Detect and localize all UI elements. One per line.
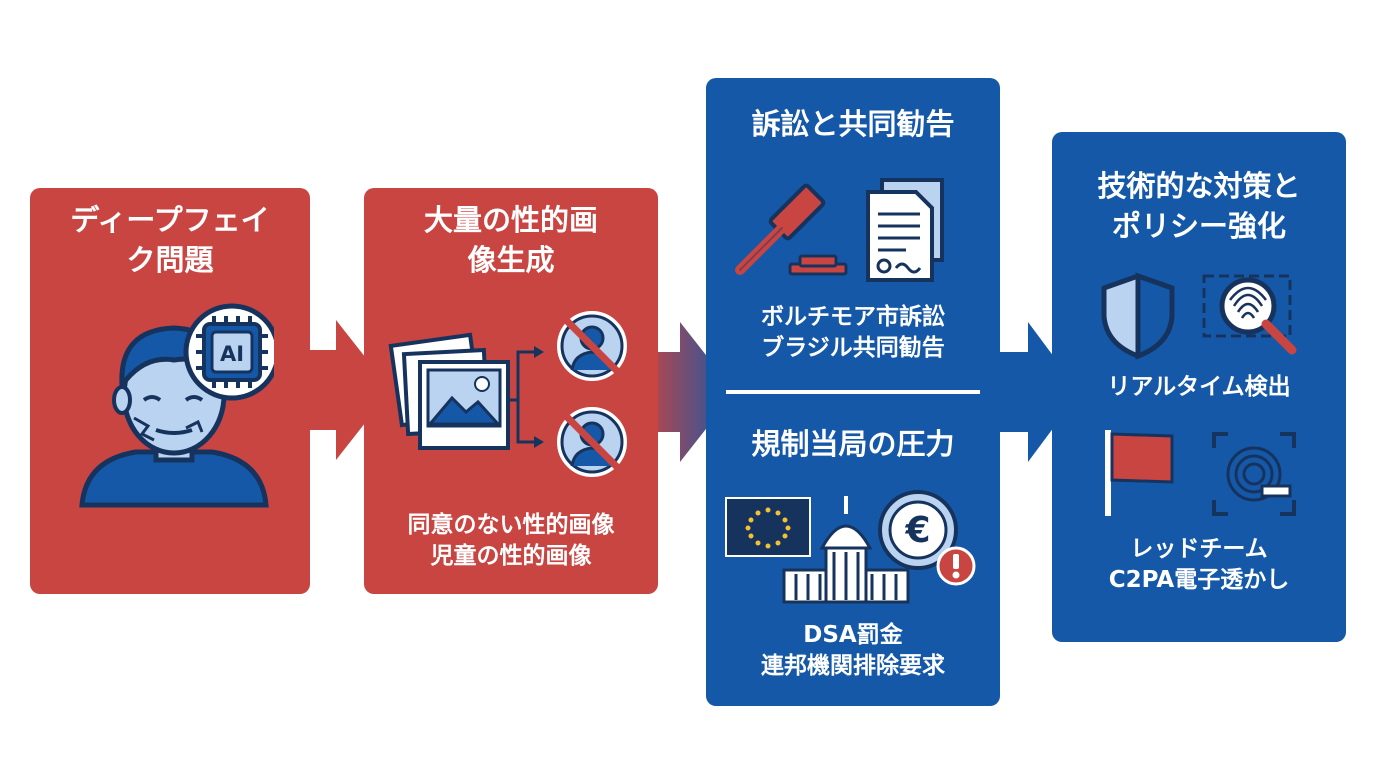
svg-text:€: €	[904, 510, 930, 551]
stage3a-title: 訴訟と共同勧告	[751, 107, 955, 141]
gavel-icon	[735, 183, 848, 276]
stage2-caption: 同意のない性的画像 児童の性的画像	[407, 512, 615, 569]
stage3b-caption: DSA罰金 連邦機関排除要求	[761, 622, 945, 679]
watermark-fingerprint-icon	[1212, 432, 1296, 516]
red-flag-icon	[1105, 430, 1174, 516]
shield-icon	[1101, 272, 1175, 360]
stage4-box	[1052, 132, 1346, 642]
stage4-caption2: レッドチーム C2PA電子透かし	[1108, 536, 1290, 593]
stage2-title: 大量の性的画 像生成	[423, 203, 598, 277]
image-generation-icon	[388, 305, 633, 483]
stage4-caption1: リアルタイム検出	[1107, 374, 1291, 400]
arrow-3	[990, 322, 1080, 462]
stage3a-caption: ボルチモア市訴訟 ブラジル共同勧告	[761, 304, 945, 361]
fingerprint-search-icon	[1202, 274, 1297, 355]
deepfake-person-icon: AI	[79, 303, 274, 508]
arrow-2	[640, 322, 735, 462]
stage3-divider	[726, 390, 980, 394]
ai-chip-label: AI	[220, 342, 244, 366]
stage3b-title: 規制当局の圧力	[751, 427, 955, 461]
stage4-title: 技術的な対策と ポリシー強化	[1097, 169, 1301, 243]
stage1-title: ディープフェイ ク問題	[70, 203, 270, 277]
regulator-icons: €	[725, 490, 976, 604]
arrow-1	[296, 320, 391, 460]
document-icon	[866, 178, 944, 282]
